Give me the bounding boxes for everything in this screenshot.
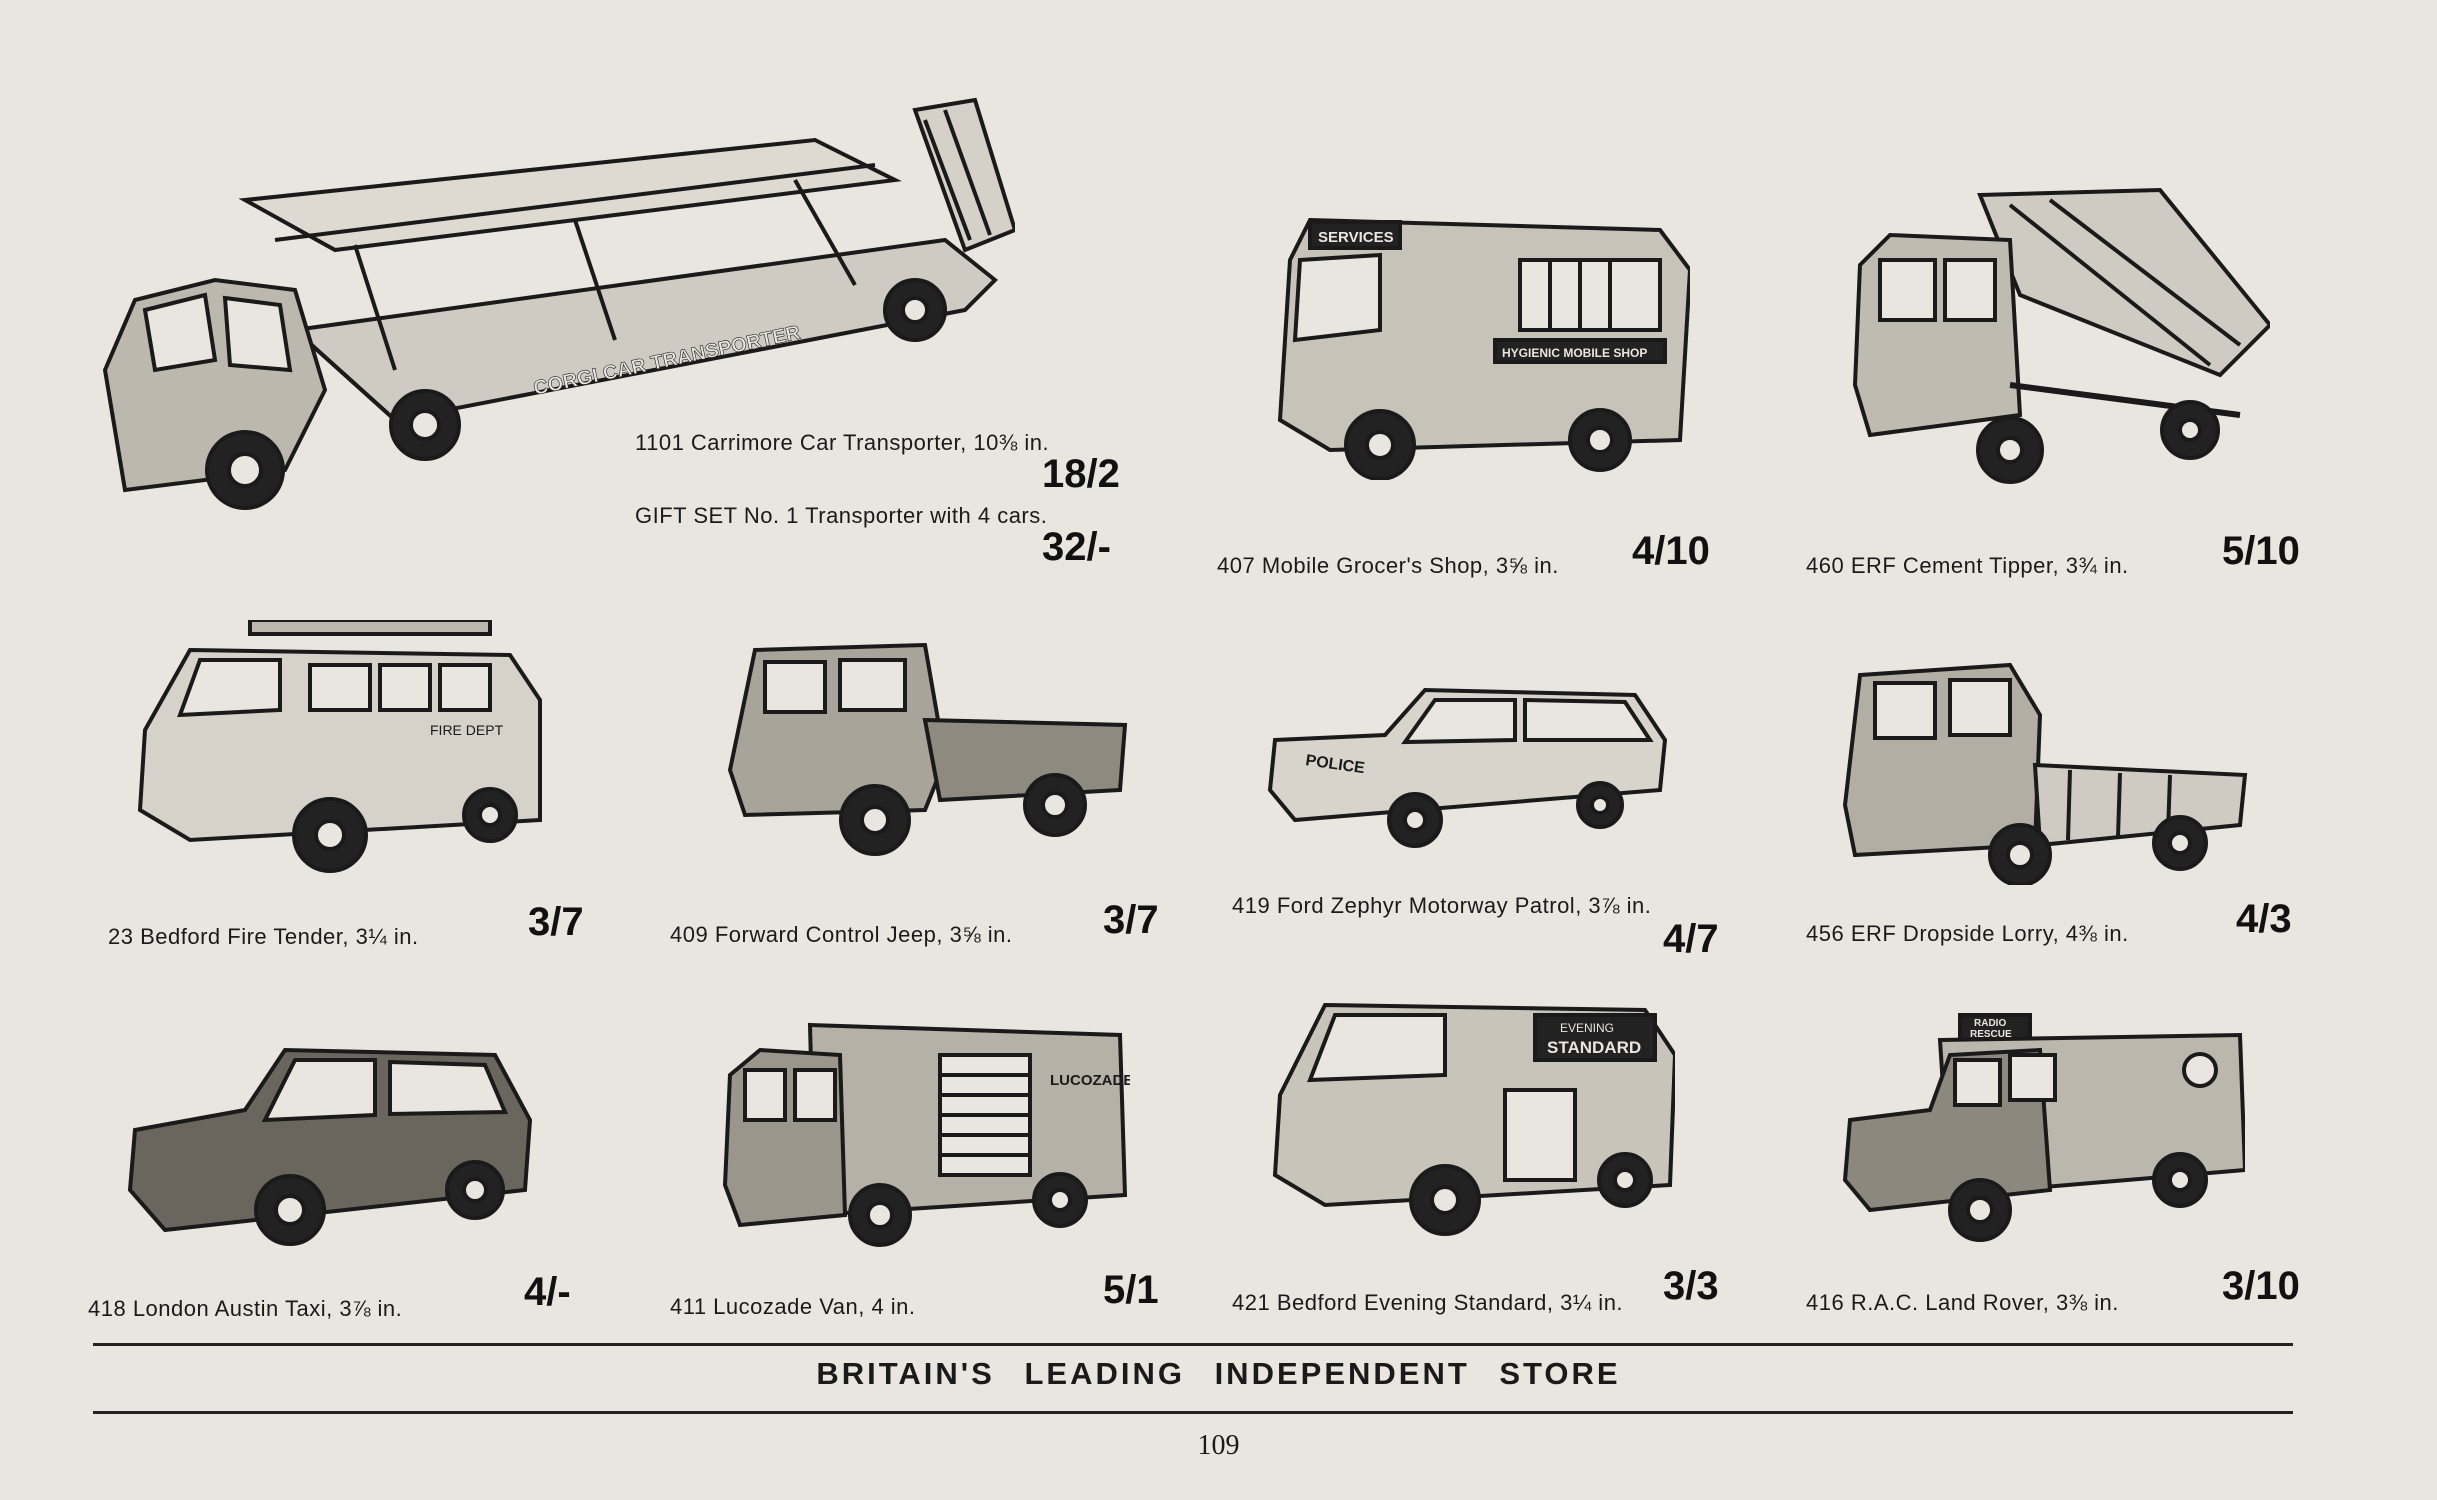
vehicle-sign-text: SERVICES bbox=[1318, 229, 1394, 246]
item-caption: 409 Forward Control Jeep, 3⅝ in. bbox=[670, 922, 1013, 947]
item-price: 32/- bbox=[1042, 525, 1111, 569]
car-transporter-illustration: CORGI CAR TRANSPORTER bbox=[95, 70, 1015, 510]
item-price: 5/1 bbox=[1103, 1268, 1159, 1312]
footer-rule-top bbox=[93, 1343, 2293, 1346]
item-caption: 411 Lucozade Van, 4 in. bbox=[670, 1294, 916, 1319]
item-caption: 421 Bedford Evening Standard, 3¼ in. bbox=[1232, 1290, 1624, 1315]
item-price: 4/3 bbox=[2236, 897, 2292, 941]
mobile-grocer-illustration: SERVICES HYGIENIC MOBILE SHOP bbox=[1270, 200, 1690, 480]
vehicle-sign-text: STANDARD bbox=[1547, 1038, 1641, 1057]
vehicle-sign-text: RESCUE bbox=[1970, 1029, 2012, 1040]
page-number: 109 bbox=[1197, 1430, 1240, 1461]
item-caption: 460 ERF Cement Tipper, 3¾ in. bbox=[1806, 553, 2129, 578]
vehicle-sign-text: EVENING bbox=[1560, 1021, 1614, 1035]
ford-zephyr-police-illustration: POLICE bbox=[1265, 680, 1670, 860]
forward-control-jeep-illustration bbox=[725, 640, 1130, 860]
item-caption: 407 Mobile Grocer's Shop, 3⅝ in. bbox=[1217, 553, 1559, 578]
london-taxi-illustration bbox=[125, 1040, 535, 1250]
item-caption: 23 Bedford Fire Tender, 3¼ in. bbox=[108, 924, 419, 949]
item-price: 3/3 bbox=[1663, 1264, 1719, 1308]
item-price: 18/2 bbox=[1042, 452, 1120, 496]
item-caption: 456 ERF Dropside Lorry, 4⅜ in. bbox=[1806, 921, 2129, 946]
item-caption: 418 London Austin Taxi, 3⅞ in. bbox=[88, 1296, 403, 1321]
item-price: 5/10 bbox=[2222, 529, 2300, 573]
item-caption: 419 Ford Zephyr Motorway Patrol, 3⅞ in. bbox=[1232, 893, 1652, 918]
item-price: 3/7 bbox=[1103, 898, 1159, 942]
cement-tipper-illustration bbox=[1850, 185, 2270, 485]
vehicle-sign-text: FIRE DEPT bbox=[430, 722, 504, 738]
lucozade-van-illustration: LUCOZADE bbox=[720, 1015, 1130, 1255]
fire-tender-illustration: FIRE DEPT bbox=[130, 620, 550, 885]
item-caption: 416 R.A.C. Land Rover, 3⅜ in. bbox=[1806, 1290, 2119, 1315]
vehicle-sign-text: RADIO bbox=[1974, 1018, 2006, 1029]
item-caption: GIFT SET No. 1 Transporter with 4 cars. bbox=[635, 503, 1048, 528]
item-price: 4/- bbox=[524, 1270, 571, 1314]
item-price: 3/7 bbox=[528, 900, 584, 944]
vehicle-sign-text: HYGIENIC MOBILE SHOP bbox=[1502, 346, 1647, 360]
item-price: 4/7 bbox=[1663, 917, 1719, 961]
item-price: 3/10 bbox=[2222, 1264, 2300, 1308]
evening-standard-van-illustration: EVENING STANDARD bbox=[1265, 995, 1675, 1245]
footer-rule-bottom bbox=[93, 1411, 2293, 1414]
vehicle-sign-text: LUCOZADE bbox=[1050, 1072, 1130, 1089]
dropside-lorry-illustration bbox=[1840, 655, 2250, 885]
item-caption: 1101 Carrimore Car Transporter, 10⅜ in. bbox=[635, 430, 1050, 455]
rac-land-rover-illustration: RADIO RESCUE bbox=[1840, 1010, 2245, 1250]
item-price: 4/10 bbox=[1632, 529, 1710, 573]
footer-title: BRITAIN'S LEADING INDEPENDENT STORE bbox=[816, 1356, 1621, 1391]
